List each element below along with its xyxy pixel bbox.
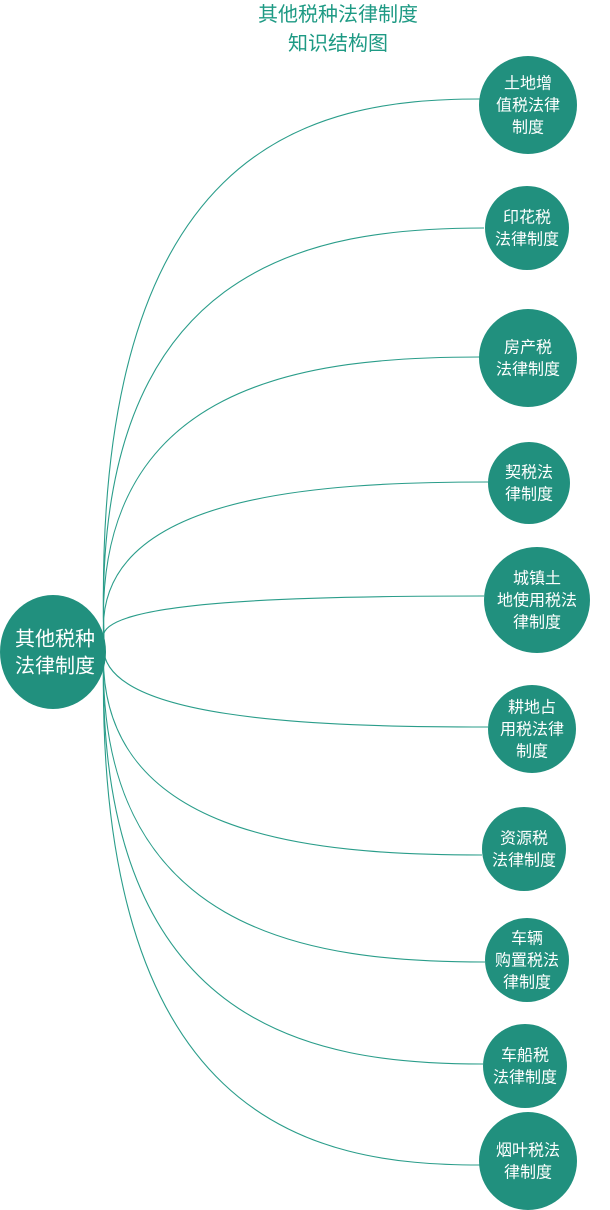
branch-node-3-label-line-1: 房产税 <box>504 338 552 357</box>
branch-node-7-label-line-1: 资源税 <box>500 829 548 848</box>
connector-line-9 <box>102 639 484 1065</box>
branch-node-1-label-line-3: 制度 <box>512 118 544 137</box>
connector-line-1 <box>102 98 481 641</box>
connector-line-3 <box>102 356 481 641</box>
connector-line-10 <box>102 639 481 1166</box>
connector-line-4 <box>102 481 489 641</box>
branch-node-3-circle <box>479 309 577 407</box>
branch-node-9-circle <box>483 1024 567 1108</box>
branch-node-2-circle <box>485 186 569 270</box>
root-node-circle <box>0 595 106 709</box>
branch-node-6-label-line-3: 制度 <box>516 742 548 761</box>
branch-node-7-label-line-2: 法律制度 <box>492 851 556 870</box>
branch-node-6-label-line-2: 用税法律 <box>500 720 564 739</box>
connector-line-2 <box>102 227 485 641</box>
root-node[interactable]: 其他税种法律制度 <box>0 595 106 709</box>
branch-node-9-label-line-1: 车船税 <box>501 1046 549 1065</box>
branch-node-7-circle <box>482 807 566 891</box>
branch-node-6-label-line-1: 耕地占 <box>508 698 556 717</box>
branch-node-5-label-line-2: 地使用税法 <box>497 591 577 610</box>
branch-node-5-circle <box>484 547 590 653</box>
branch-node-8-circle <box>485 918 569 1002</box>
connector-line-6 <box>102 639 489 728</box>
branch-node-3-label-line-2: 法律制度 <box>496 360 560 379</box>
branch-node-10-label-line-2: 律制度 <box>504 1163 552 1182</box>
branch-node-10-circle <box>479 1112 577 1210</box>
branch-node-2-label-line-2: 法律制度 <box>495 230 559 249</box>
branch-node-4-circle <box>488 442 570 524</box>
branch-node-6-circle <box>488 685 576 773</box>
branch-node-5-label-line-1: 城镇土 <box>513 569 561 588</box>
diagram-title-line-1: 其他税种法律制度 <box>258 2 418 26</box>
root-node-label-line-1: 其他税种 <box>15 627 95 651</box>
connector-lines <box>102 98 489 1166</box>
branch-node-8-label-line-1: 车辆 <box>511 929 543 948</box>
branch-node-4-label-line-2: 律制度 <box>505 485 553 504</box>
branch-node-8-label-line-3: 律制度 <box>503 973 551 992</box>
branch-node-5-label-line-3: 律制度 <box>513 613 561 632</box>
branch-node-1-label-line-1: 土地增 <box>504 74 552 93</box>
topic-nodes: 其他税种法律制度土地增值税法律制度印花税法律制度房产税法律制度契税法律制度城镇土… <box>0 56 590 1210</box>
branch-node-2-label-line-1: 印花税 <box>503 208 551 227</box>
branch-node-9-label-line-2: 法律制度 <box>493 1068 557 1087</box>
branch-node-10-label-line-1: 烟叶税法 <box>496 1141 560 1160</box>
branch-node-4-label-line-1: 契税法 <box>505 463 553 482</box>
diagram-title-line-2: 知识结构图 <box>288 31 388 55</box>
connector-line-7 <box>102 639 483 856</box>
root-node-label-line-2: 法律制度 <box>15 654 95 678</box>
connector-line-5 <box>103 595 485 641</box>
branch-node-1-circle <box>479 56 577 154</box>
branch-node-1-label-line-2: 值税法律 <box>496 96 560 115</box>
branch-node-8-label-line-2: 购置税法 <box>495 951 559 970</box>
connector-line-8 <box>102 639 486 963</box>
